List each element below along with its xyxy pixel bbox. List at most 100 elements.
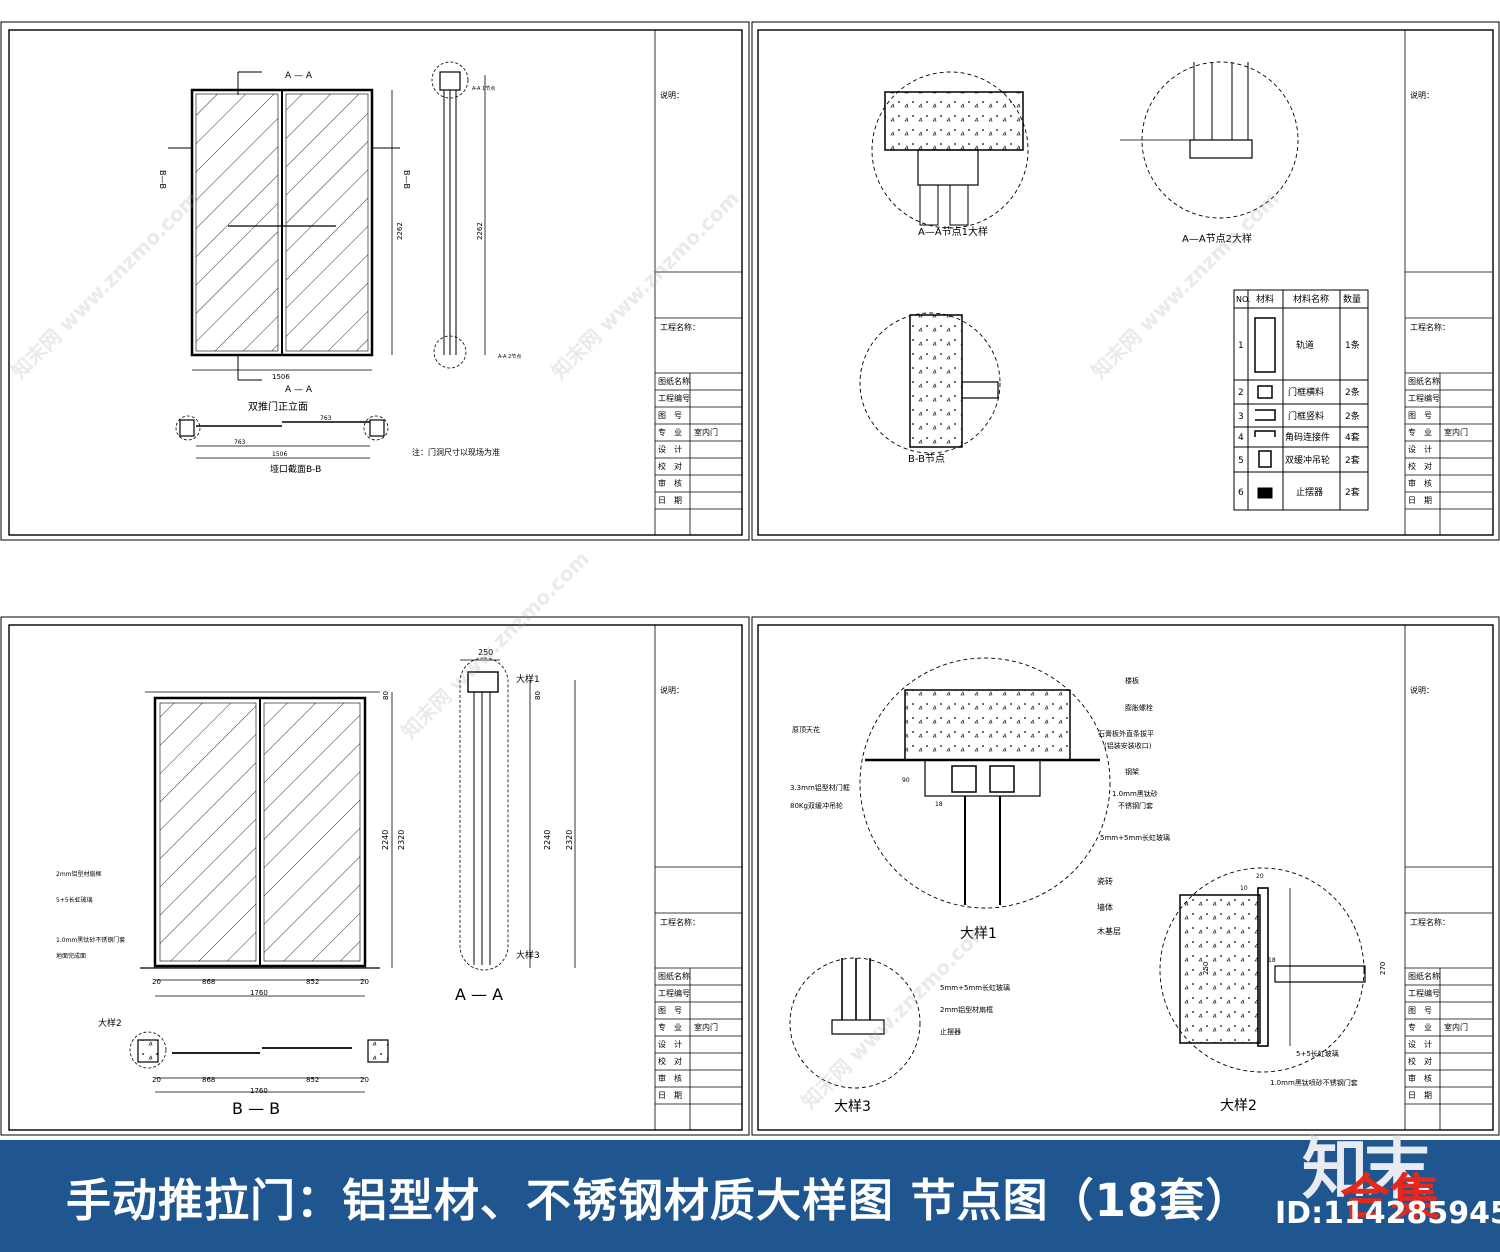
annotation: 木基层 bbox=[1097, 926, 1121, 936]
tb3-row: 图纸名称 bbox=[658, 971, 690, 981]
tb4-project: 工程名称： bbox=[1410, 917, 1450, 927]
callout: 大样3 bbox=[516, 949, 540, 961]
dimension: 90 bbox=[902, 777, 910, 784]
annotation: 80Kg双缓冲吊轮 bbox=[790, 801, 843, 810]
watermark: 知末网 www.znzmo.com bbox=[797, 916, 994, 1113]
title-block-text: 说明： 工程名称： 图纸名称 工程编号 图 号 专 业 室内门 设 计 校 对 … bbox=[658, 90, 1468, 1100]
sheet3-text: 250 80 80 2240 2320 2240 2320 大样1 大样2 大样… bbox=[56, 648, 574, 1118]
tb2-specialty: 室内门 bbox=[1444, 427, 1468, 437]
annotation: (铝装安装收口) bbox=[1104, 741, 1152, 750]
dimension: 20 bbox=[360, 978, 369, 986]
section-label: A — A bbox=[285, 385, 313, 395]
tb1-row: 工程编号 bbox=[658, 393, 690, 403]
table-header: 数量 bbox=[1343, 293, 1361, 305]
table-cell: 4套 bbox=[1345, 431, 1360, 443]
tb2-row: 图 号 bbox=[1408, 411, 1432, 420]
sheet3-elevation bbox=[129, 657, 576, 1093]
table-cell: 双缓冲吊轮 bbox=[1285, 454, 1330, 466]
detail-title: B-B节点 bbox=[908, 453, 945, 465]
sheet4-text: 原顶天花 3.3mm铝型材门框 80Kg双缓冲吊轮 楼板 膨胀螺栓 石膏板外直条… bbox=[790, 676, 1387, 1115]
tb3-specialty: 室内门 bbox=[694, 1022, 718, 1032]
dimension: 20 bbox=[360, 1076, 369, 1084]
annotation: 地面完成面 bbox=[56, 952, 86, 960]
dimension: 18 bbox=[1268, 957, 1276, 964]
dimension: 763 bbox=[320, 415, 332, 422]
dimension: 852 bbox=[306, 1076, 319, 1084]
tb1-row: 日 期 bbox=[658, 496, 682, 505]
sheet4-details bbox=[789, 657, 1366, 1089]
tb1-specialty: 室内门 bbox=[694, 427, 718, 437]
drawing-title: B — B bbox=[232, 1099, 280, 1118]
tb1-row: 专 业 bbox=[658, 427, 682, 437]
annotation: 墙体 bbox=[1097, 902, 1113, 912]
callout: 大样2 bbox=[98, 1017, 122, 1029]
drawing-title: A — A bbox=[455, 985, 503, 1004]
dimension: 20 bbox=[1256, 873, 1264, 880]
tb3-row: 设 计 bbox=[658, 1039, 682, 1049]
annotation: 膨胀螺栓 bbox=[1125, 703, 1153, 712]
dimension: 2262 bbox=[476, 222, 484, 240]
note: 注：门洞尺寸以现场为准 bbox=[412, 447, 500, 457]
brand-logo: 知末 bbox=[1302, 1131, 1430, 1208]
annotation: 3.3mm铝型材门框 bbox=[790, 783, 850, 792]
annotation: 5mm+5mm长虹玻璃 bbox=[940, 983, 1010, 992]
detail-title: 大样2 bbox=[1220, 1098, 1257, 1114]
tb4-row: 图纸名称 bbox=[1408, 971, 1440, 981]
tb3-row: 日 期 bbox=[658, 1091, 682, 1100]
tb3-notes: 说明： bbox=[660, 685, 684, 695]
tb4-row: 图 号 bbox=[1408, 1006, 1432, 1015]
watermark: 知末网 www.znzmo.com bbox=[547, 186, 744, 383]
dimension: 80 bbox=[534, 691, 542, 700]
table-cell: 4 bbox=[1238, 433, 1244, 443]
annotation: 5+5长虹玻璃 bbox=[1296, 1049, 1339, 1058]
tb2-project: 工程名称： bbox=[1410, 322, 1450, 332]
tb1-row: 图 号 bbox=[658, 411, 682, 420]
table-header: NO. bbox=[1236, 295, 1251, 304]
table-cell: 1 bbox=[1238, 341, 1244, 351]
tb2-row: 审 核 bbox=[1408, 478, 1432, 488]
table-cell: 门框横料 bbox=[1288, 386, 1324, 398]
annotation: 1.0mm黑钛砂 bbox=[1112, 789, 1158, 798]
tb2-row: 日 期 bbox=[1408, 496, 1432, 505]
dimension: 1506 bbox=[272, 373, 290, 381]
drawing-title: 垭口截面B-B bbox=[270, 463, 321, 475]
table-cell: 角码连接件 bbox=[1285, 431, 1330, 443]
dimension: 20 bbox=[152, 978, 161, 986]
detail-title: A—A节点2大样 bbox=[1182, 232, 1252, 245]
banner-title: 手动推拉门：铝型材、不锈钢材质大样图 节点图（18套） bbox=[66, 1174, 1252, 1227]
tb1-notes: 说明： bbox=[660, 90, 684, 100]
dimension: 2240 bbox=[381, 830, 390, 850]
dimension: 18 bbox=[935, 801, 943, 808]
table-cell: 5 bbox=[1238, 456, 1244, 466]
tb4-specialty: 室内门 bbox=[1444, 1022, 1468, 1032]
tb4-row: 日 期 bbox=[1408, 1091, 1432, 1100]
tb1-row: 校 对 bbox=[658, 461, 682, 471]
table-cell: 6 bbox=[1238, 488, 1244, 498]
tb3-row: 工程编号 bbox=[658, 988, 690, 998]
annotation: 不锈钢门套 bbox=[1118, 801, 1153, 810]
dimension: 250 bbox=[478, 648, 493, 657]
title-blocks bbox=[654, 30, 1492, 1130]
annotation: 5mm+5mm长虹玻璃 bbox=[1100, 833, 1170, 842]
table-cell: 3 bbox=[1238, 412, 1244, 422]
section-label: A — A bbox=[285, 71, 313, 81]
table-cell: 轨道 bbox=[1296, 339, 1314, 351]
tb1-row: 图纸名称 bbox=[658, 376, 690, 386]
sheet2-titles: A—A节点1大样 A—A节点2大样 B-B节点 bbox=[908, 225, 1252, 465]
tb2-row: 工程编号 bbox=[1408, 393, 1440, 403]
table-header: 材料名称 bbox=[1293, 293, 1329, 305]
watermark: 知末网 www.znzmo.com bbox=[397, 546, 594, 743]
dimension: 868 bbox=[202, 1076, 215, 1084]
node-label: A-A 2节点 bbox=[498, 354, 521, 360]
tb3-project: 工程名称： bbox=[660, 917, 700, 927]
tb4-row: 设 计 bbox=[1408, 1039, 1432, 1049]
table-cell: 门框竖料 bbox=[1288, 410, 1324, 422]
tb4-row: 工程编号 bbox=[1408, 988, 1440, 998]
sheet2-details bbox=[859, 61, 1299, 454]
table-cell: 2 bbox=[1238, 388, 1244, 398]
detail-title: 大样3 bbox=[834, 1099, 871, 1115]
node-label: A-A 1节点 bbox=[472, 86, 495, 92]
watermark: 知末网 www.znzmo.com bbox=[1087, 186, 1284, 383]
tb3-row: 审 核 bbox=[658, 1073, 682, 1083]
tb3-row: 专 业 bbox=[658, 1022, 682, 1032]
